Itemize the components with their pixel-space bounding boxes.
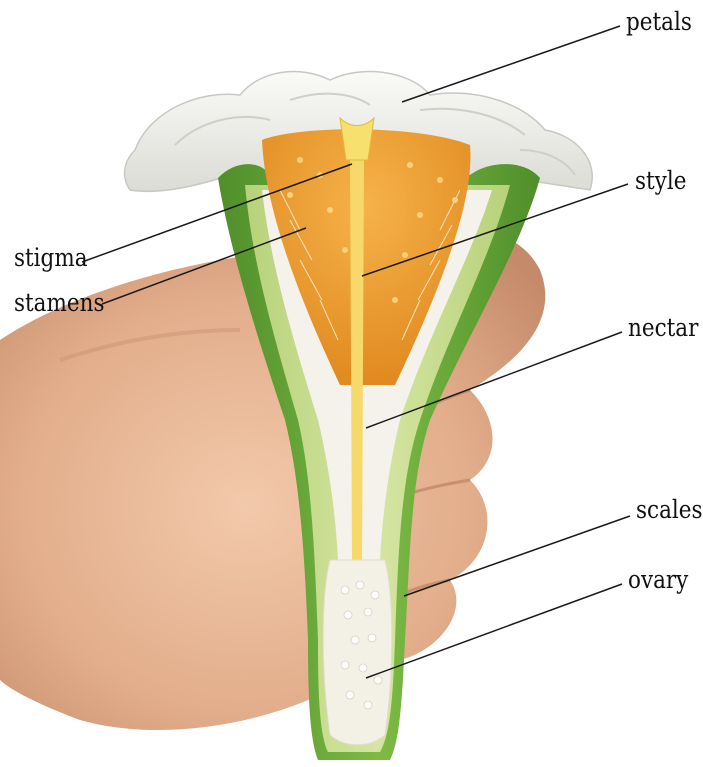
label-scales: scales [636,496,703,524]
label-nectar: nectar [628,314,698,342]
leader-petals [402,26,620,102]
label-ovary: ovary [628,566,688,594]
style-column [350,160,364,560]
label-style: style [635,167,686,195]
label-stigma: stigma [14,244,88,272]
label-petals: petals [626,8,692,36]
label-stamens: stamens [14,289,104,317]
